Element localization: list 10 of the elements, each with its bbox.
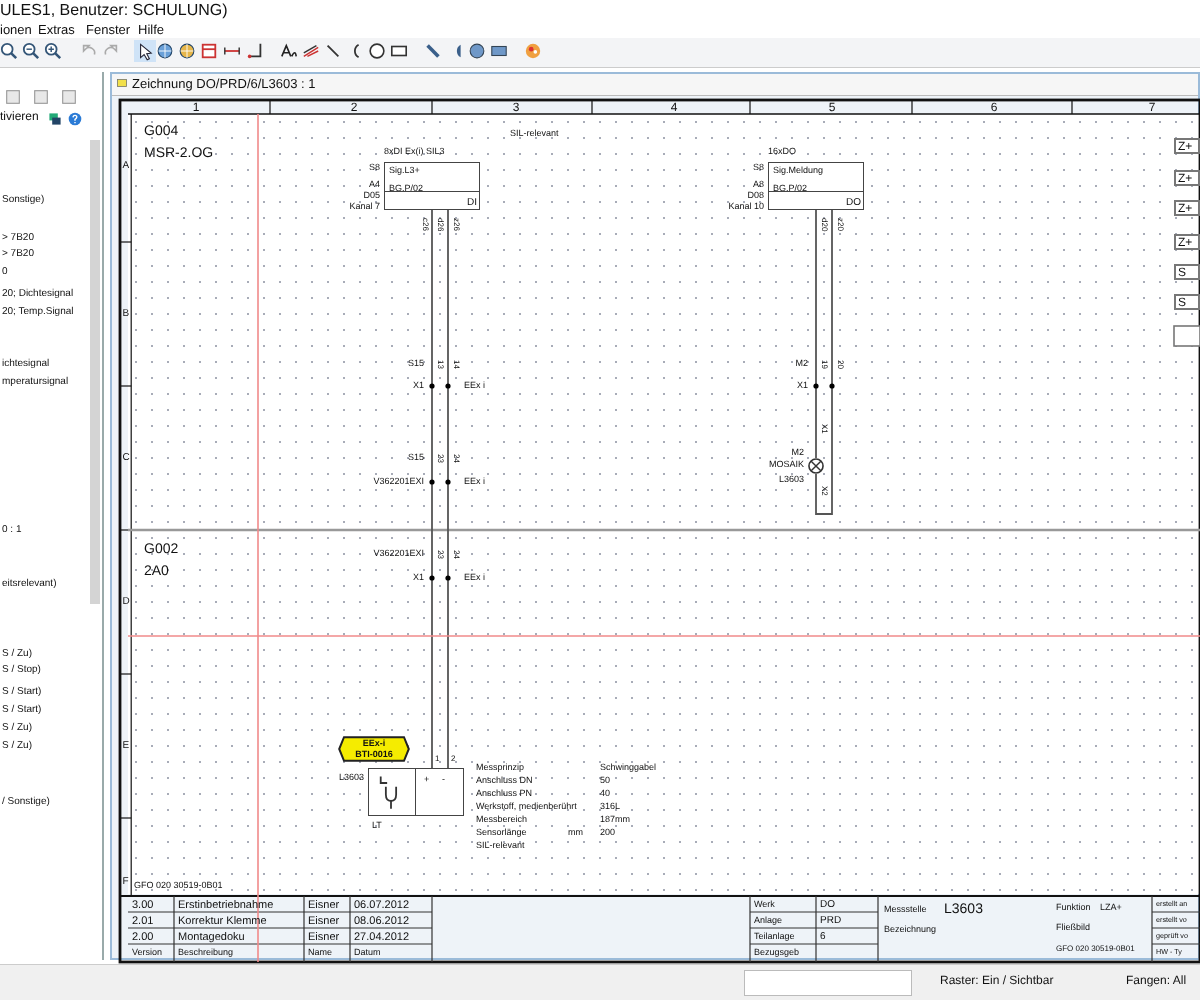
tag-hexagon (338, 736, 410, 762)
sensor-box (368, 768, 464, 816)
wire (431, 209, 433, 769)
indicator-lamp-symbol (808, 458, 824, 474)
io-module-box (768, 162, 864, 210)
wire (815, 209, 833, 515)
wire (447, 209, 449, 769)
window-title: ULES1, Benutzer: SCHULUNG) (0, 2, 228, 21)
wire (815, 209, 817, 459)
io-module-box (384, 162, 480, 210)
